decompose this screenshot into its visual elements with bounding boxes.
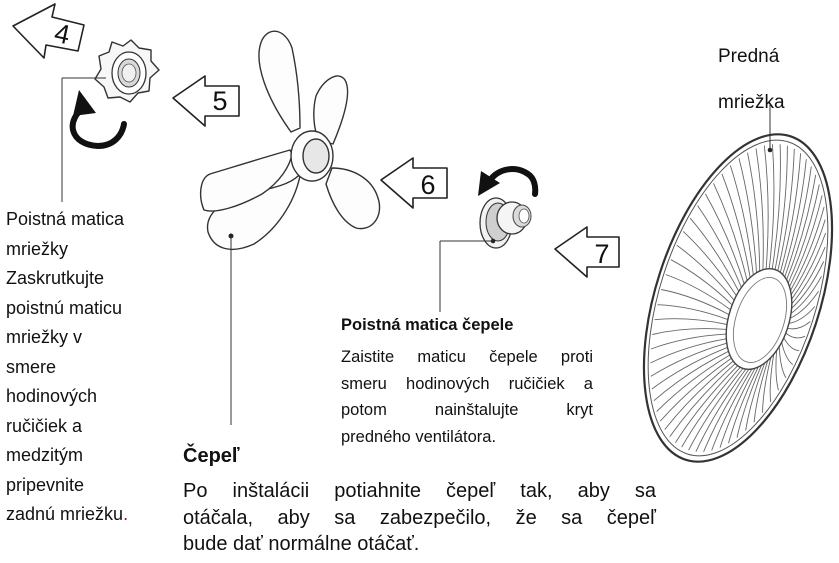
grille-nut-end-mark: . — [123, 504, 128, 524]
grille-nut-line-last: zadnú mriežku. — [6, 500, 166, 530]
front-grille — [607, 111, 839, 485]
step-arrow-6: 6 — [381, 158, 447, 208]
blade-nut-title: Poistná matica čepele — [341, 316, 513, 335]
rotation-arrow-grille-nut-icon — [73, 90, 124, 146]
blade-instructions: Po inštalácii potiahnite čepeľ tak, aby … — [183, 478, 656, 558]
grille-nut-line: mriežky — [6, 235, 166, 265]
blade-nut-line: potom nainštalujte kryt — [341, 397, 593, 424]
grille-lock-nut — [95, 40, 159, 102]
step-arrow-7: 7 — [555, 227, 619, 277]
grille-nut-line: mriežky v — [6, 323, 166, 353]
grille-nut-line: Poistná matica — [6, 205, 166, 235]
step-number-6: 6 — [420, 170, 435, 200]
fan-blade — [201, 31, 380, 249]
step-arrow-4: 4 — [13, 4, 84, 58]
grille-nut-line: poistnú maticu — [6, 294, 166, 324]
grille-nut-line: pripevnite — [6, 471, 166, 501]
blade-nut-instructions: Zaistite maticu čepele proti smeru hodin… — [341, 344, 593, 450]
blade-line: bude dať normálne otáčať. — [183, 531, 656, 558]
step-number-7: 7 — [594, 239, 609, 269]
front-grille-label-line: mriežka — [718, 80, 828, 126]
grille-nut-line: hodinových — [6, 382, 166, 412]
grille-nut-line: smere — [6, 353, 166, 383]
blade-nut-line: predného ventilátora. — [341, 424, 593, 451]
blade-line: Po inštalácii potiahnite čepeľ tak, aby … — [183, 478, 656, 505]
blade-nut-line: smeru hodinových ručičiek a — [341, 371, 593, 398]
front-grille-label: Predná mriežka — [718, 34, 828, 126]
blade-title: Čepeľ — [183, 445, 240, 468]
grille-nut-line: medzitým — [6, 441, 166, 471]
grille-nut-line: zadnú mriežku — [6, 504, 123, 524]
grille-nut-line: ručičiek a — [6, 412, 166, 442]
step-number-5: 5 — [212, 86, 227, 116]
front-grille-label-line: Predná — [718, 34, 828, 80]
rotation-arrow-blade-nut-icon — [478, 169, 535, 196]
step-arrow-5: 5 — [173, 76, 239, 126]
grille-nut-line: Zaskrutkujte — [6, 264, 166, 294]
blade-line: otáčala, aby sa zabezpečilo, že sa čepeľ — [183, 505, 656, 532]
grille-nut-label: Poistná matica mriežky Zaskrutkujte pois… — [6, 205, 166, 530]
blade-nut-line: Zaistite maticu čepele proti — [341, 344, 593, 371]
